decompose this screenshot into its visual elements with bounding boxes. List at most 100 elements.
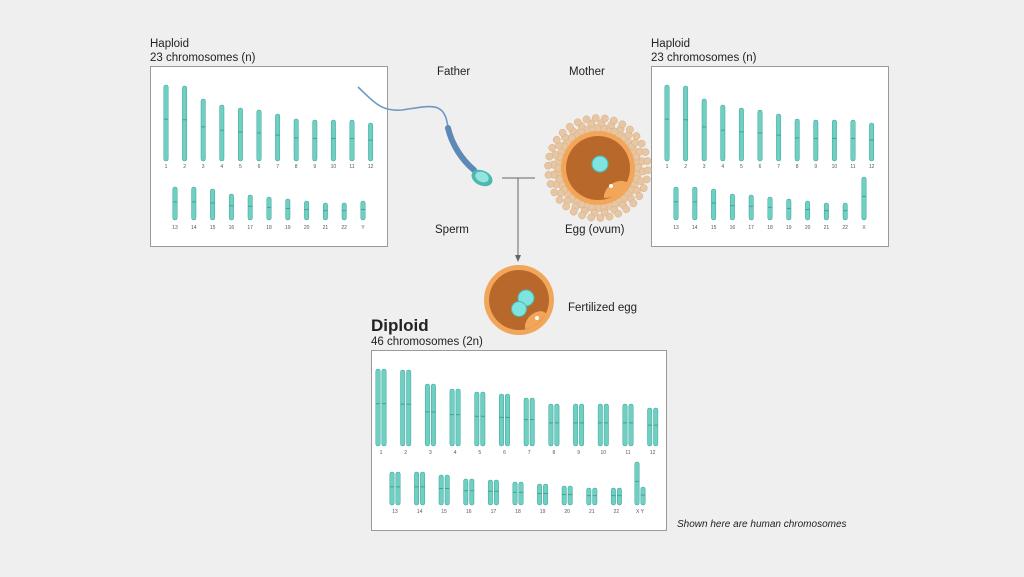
chromosome bbox=[163, 84, 169, 162]
right-haploid-subheading: 23 chromosomes (n) bbox=[651, 52, 757, 64]
chromosome bbox=[210, 188, 216, 221]
cumulus-cell bbox=[556, 189, 565, 198]
cumulus-cell bbox=[569, 207, 578, 216]
chromosome bbox=[831, 119, 837, 162]
chromosome-number-label: 20 bbox=[805, 225, 811, 231]
chromosome-number-label: 17 bbox=[491, 509, 497, 515]
chromosome bbox=[200, 98, 206, 162]
chromosome-pair bbox=[610, 487, 616, 506]
chromosome-pair bbox=[499, 393, 504, 447]
chromosome-number-label: 5 bbox=[740, 164, 743, 170]
chromosome-number-label: 14 bbox=[191, 225, 197, 231]
chromosome-number-label: 15 bbox=[441, 509, 447, 515]
chromosome-number-label: 22 bbox=[614, 509, 620, 515]
chromosome-pair bbox=[389, 471, 395, 506]
chromosome bbox=[182, 85, 188, 162]
chromosome bbox=[228, 193, 234, 221]
chromosome bbox=[275, 113, 281, 162]
left-haploid-subheading: 23 chromosomes (n) bbox=[150, 52, 256, 64]
chromosome-pair bbox=[567, 485, 573, 506]
left-haploid-heading: Haploid bbox=[150, 38, 189, 50]
cumulus-cell bbox=[552, 135, 561, 144]
chromosome-pair bbox=[628, 403, 634, 447]
cumulus-cell bbox=[565, 122, 574, 131]
cumulus-cell bbox=[641, 148, 650, 156]
chromosome-pair bbox=[414, 471, 420, 506]
cumulus-cell bbox=[544, 161, 552, 170]
chromosome-number-label: X bbox=[862, 225, 866, 231]
chromosome bbox=[861, 176, 867, 221]
chromosome bbox=[738, 107, 744, 162]
chromosome bbox=[191, 186, 197, 221]
chromosome bbox=[786, 198, 792, 221]
chromosome bbox=[813, 119, 819, 162]
chromosome-number-label: 1 bbox=[666, 164, 669, 170]
cumulus-cell bbox=[632, 132, 641, 140]
chromosome-number-label: 12 bbox=[650, 450, 656, 456]
chromosome-number-label: 16 bbox=[466, 509, 472, 515]
footnote: Shown here are human chromosomes bbox=[677, 519, 847, 530]
chromosome-number-label: 5 bbox=[239, 164, 242, 170]
chromosome bbox=[247, 194, 253, 221]
chromosome-number-label: 18 bbox=[515, 509, 521, 515]
chromosome bbox=[850, 119, 856, 162]
cumulus-cell bbox=[618, 120, 627, 129]
sperm-icon bbox=[357, 86, 493, 187]
cumulus-cell bbox=[614, 209, 623, 218]
chromosome bbox=[711, 188, 717, 221]
chromosome-number-label: 4 bbox=[454, 450, 457, 456]
egg-label: Egg (ovum) bbox=[565, 224, 625, 236]
chromosome-pair bbox=[586, 487, 592, 506]
chromosome bbox=[729, 193, 735, 221]
mother-label: Mother bbox=[569, 66, 605, 78]
cumulus-cell bbox=[601, 114, 609, 123]
chromosome bbox=[767, 196, 773, 221]
diploid-heading: Diploid bbox=[371, 316, 429, 335]
chromosome bbox=[720, 104, 726, 162]
chromosome bbox=[757, 109, 763, 162]
chromosome-number-label: 7 bbox=[528, 450, 531, 456]
chromosome-number-label: 17 bbox=[748, 225, 754, 231]
cumulus-cell bbox=[591, 114, 600, 122]
chromosome-pair bbox=[603, 403, 609, 447]
chromosome bbox=[683, 85, 689, 162]
egg-ovum-icon bbox=[544, 114, 652, 222]
chromosome-number-label: 10 bbox=[601, 450, 607, 456]
chromosome-number-label: 3 bbox=[429, 450, 432, 456]
chromosome-pair bbox=[469, 478, 475, 506]
chromosome bbox=[748, 194, 754, 221]
cumulus-cell bbox=[562, 202, 570, 211]
chromosome bbox=[237, 107, 243, 162]
cumulus-cell bbox=[544, 171, 553, 179]
chromosome-pair bbox=[523, 397, 529, 447]
chromosome bbox=[842, 202, 848, 221]
chromosome-pair bbox=[597, 403, 603, 447]
chromosome-number-label: 1 bbox=[380, 450, 383, 456]
chromosome bbox=[341, 202, 347, 221]
chromosome bbox=[805, 200, 811, 221]
chromosome-y bbox=[640, 486, 646, 506]
chromosome bbox=[869, 122, 875, 162]
cumulus-cell bbox=[622, 205, 631, 214]
fertilized-egg-label: Fertilized egg bbox=[568, 302, 638, 314]
chromosome bbox=[312, 119, 318, 162]
chromosome-pair bbox=[424, 383, 430, 447]
chromosome-number-label: 8 bbox=[796, 164, 799, 170]
chromosome-pair bbox=[400, 369, 406, 447]
chromosome bbox=[330, 119, 336, 162]
cumulus-cell bbox=[582, 115, 591, 124]
chromosome-pair bbox=[444, 474, 450, 506]
chromosome-number-label: 10 bbox=[331, 164, 337, 170]
fertilization-arrow bbox=[502, 177, 535, 262]
cumulus-cell bbox=[639, 184, 648, 193]
cumulus-cell bbox=[644, 166, 652, 175]
chromosome-number-label: 17 bbox=[247, 225, 253, 231]
fertilized-egg-icon bbox=[484, 265, 554, 335]
chromosome-number-label: 20 bbox=[564, 509, 570, 515]
chromosome bbox=[368, 122, 374, 162]
chromosome-x bbox=[634, 461, 640, 506]
chromosome bbox=[219, 104, 225, 162]
chromosome-number-label: 15 bbox=[210, 225, 216, 231]
chromosome-number-label: 21 bbox=[323, 225, 329, 231]
